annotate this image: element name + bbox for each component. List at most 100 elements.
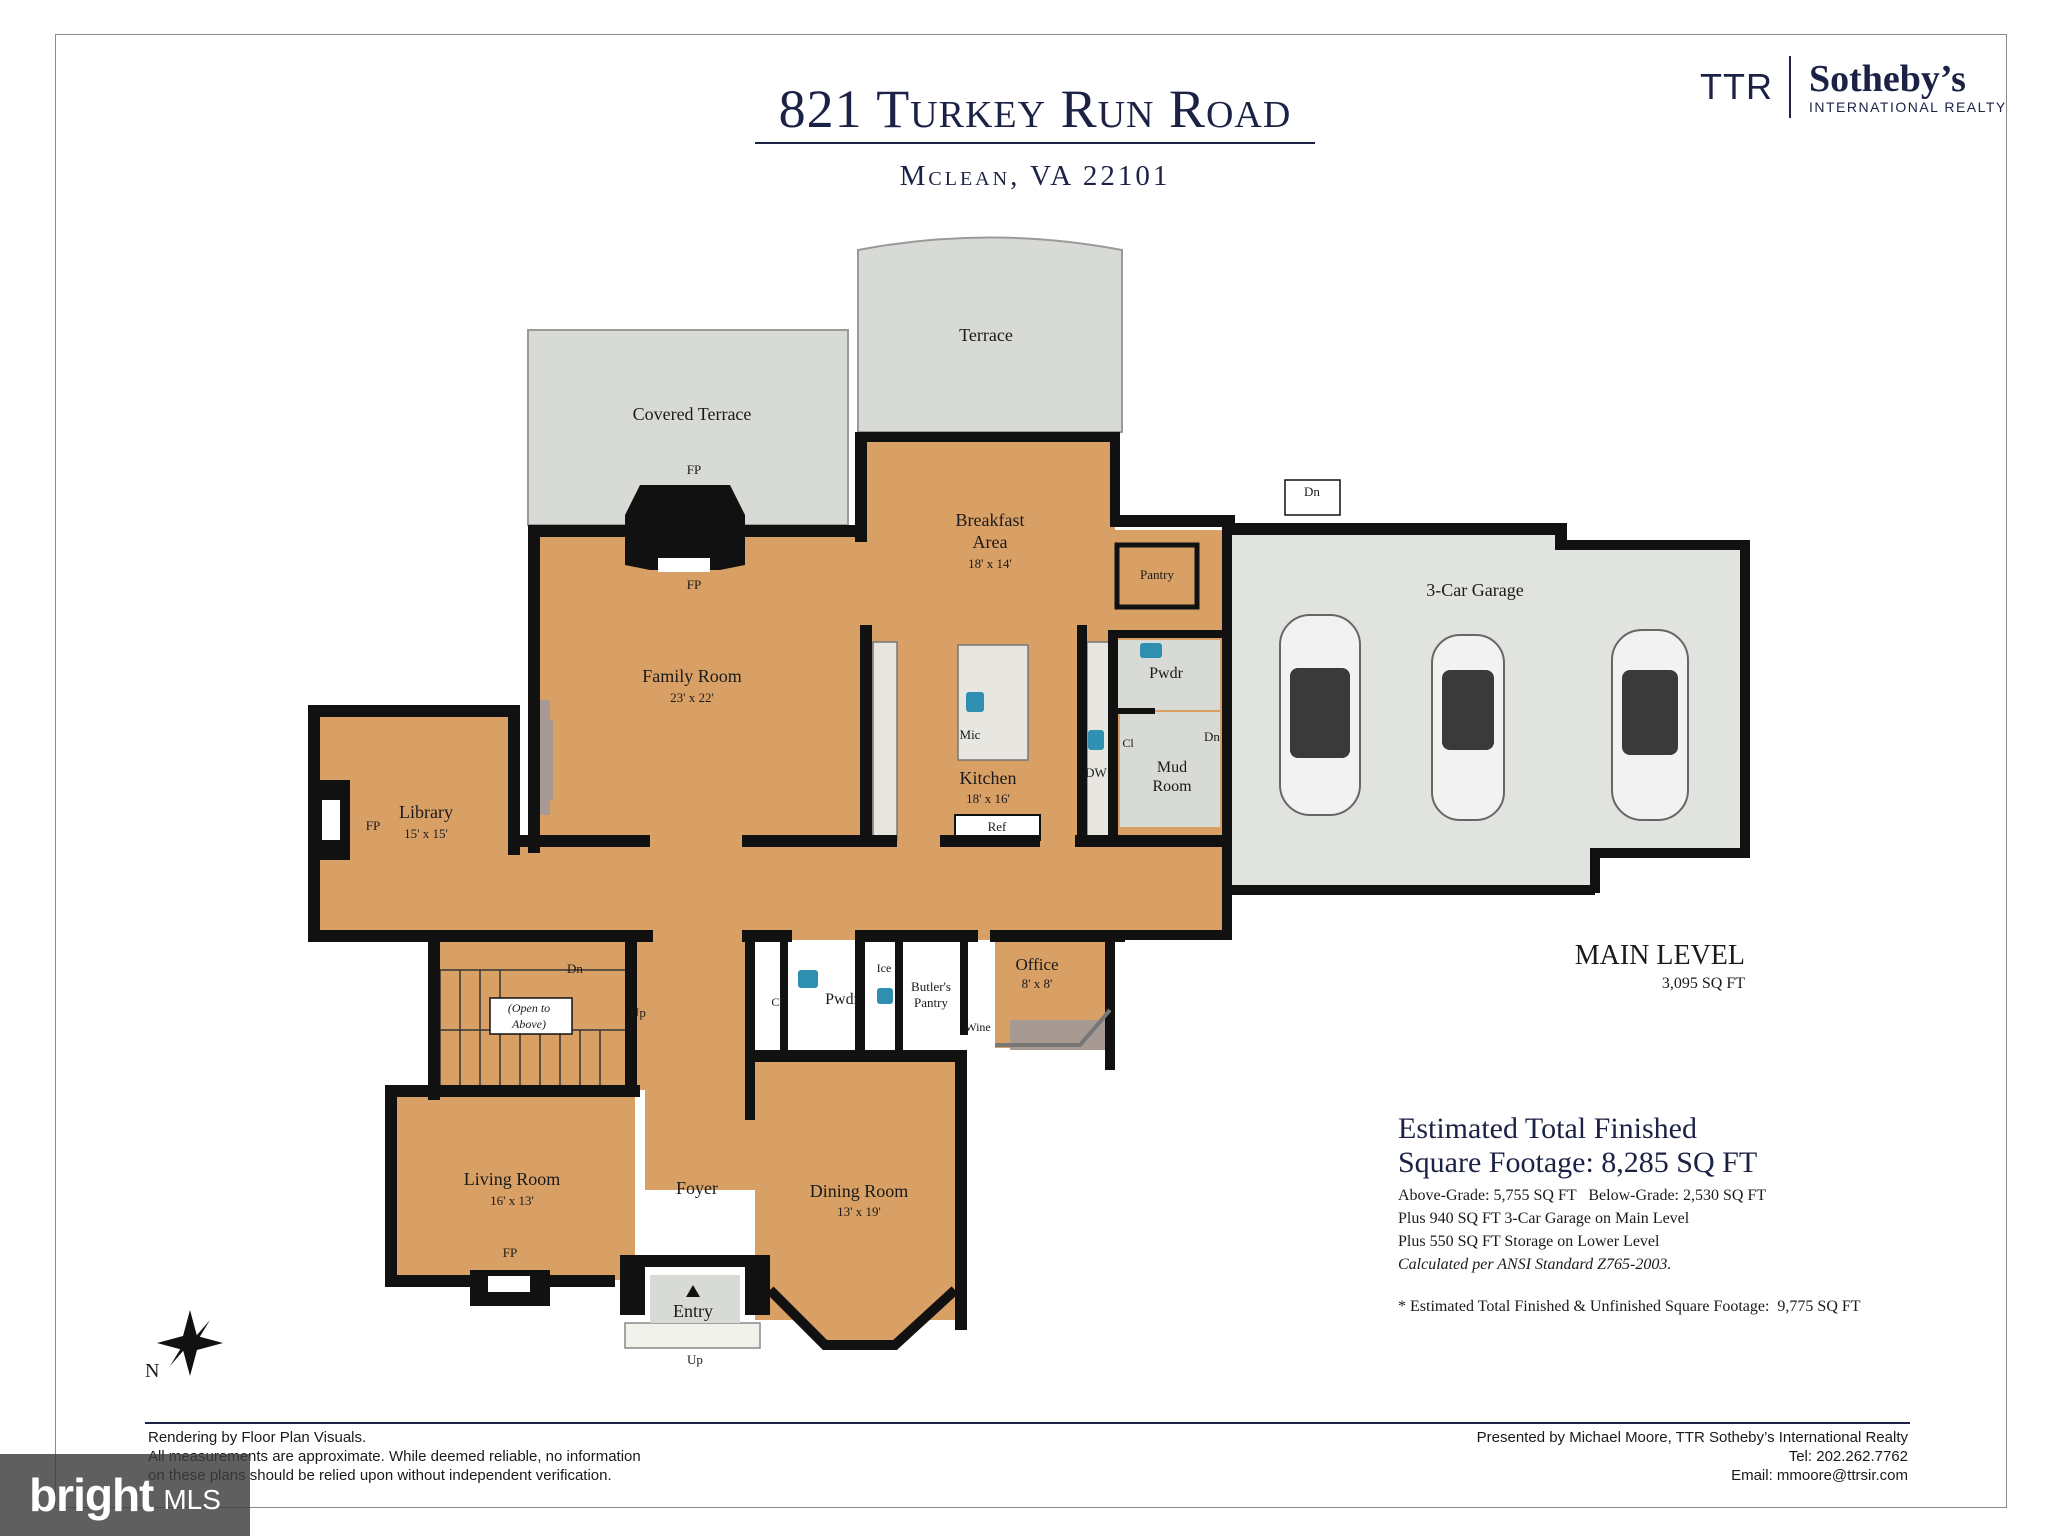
label-garage-dn: Dn: [1304, 484, 1320, 499]
label-dw: DW: [1085, 765, 1107, 780]
logo-wordmark: Sotheby’s INTERNATIONAL REALTY: [1791, 59, 2007, 115]
garage-door-box: [1284, 479, 1341, 516]
label-living-dim: 16' x 13': [490, 1193, 534, 1208]
footer-left-2: All measurements are approximate. While …: [148, 1448, 641, 1465]
square-footage-summary: Estimated Total Finished Square Footage:…: [1398, 1112, 1958, 1276]
label-office: Office: [1015, 955, 1058, 974]
entry-steps: [624, 1322, 761, 1349]
label-family-room: Family Room: [642, 666, 742, 686]
footer-presented-by: Presented by Michael Moore, TTR Sotheby’…: [1476, 1429, 1908, 1446]
estimate-note: * Estimated Total Finished & Unfinished …: [1398, 1298, 1861, 1315]
label-ice: Ice: [877, 961, 892, 975]
label-living-room: Living Room: [464, 1169, 561, 1189]
level-sqft: 3,095 SQ FT: [1661, 975, 1745, 992]
bright-mls-watermark: bright MLS: [0, 1454, 250, 1536]
label-entry: Entry: [673, 1301, 713, 1321]
walls: [308, 432, 1750, 1330]
label-breakfast-dim: 18' x 14': [968, 556, 1012, 571]
label-breakfast-2: Area: [973, 532, 1008, 552]
label-cl-2: Cl: [771, 995, 783, 1009]
label-breakfast-1: Breakfast: [956, 510, 1025, 530]
label-fp-family: FP: [687, 577, 701, 592]
label-fp-top: FP: [687, 462, 701, 477]
logo-brand: Sotheby’s: [1808, 58, 1966, 100]
footer-phone: Tel: 202.262.7762: [1788, 1448, 1908, 1465]
label-garage: 3-Car Garage: [1426, 580, 1523, 600]
pwdr2-sink: [798, 970, 818, 988]
floor-fill: [320, 440, 1225, 1345]
kitchen-counter-left: [872, 641, 898, 841]
label-office-dim: 8' x 8': [1022, 976, 1053, 991]
logo-ttr: TTR: [1700, 66, 1773, 107]
label-dining-dim: 13' x 19': [837, 1204, 881, 1219]
logo-divider: [1788, 56, 1791, 118]
label-pwdr-1: Pwdr: [1149, 665, 1183, 682]
brand-logo: TTR Sotheby’s INTERNATIONAL REALTY: [1700, 54, 2007, 120]
footer-email: Email: mmoore@ttrsir.com: [1731, 1467, 1908, 1484]
label-entry-up: Up: [687, 1352, 703, 1367]
estimate-line-1: Above-Grade: 5,755 SQ FT Below-Grade: 2,…: [1398, 1187, 1767, 1204]
label-open-above-1: (Open to: [508, 1001, 550, 1015]
page-subtitle: Mclean, VA 22101: [899, 160, 1171, 192]
watermark-word: bright: [29, 1469, 154, 1521]
label-open-above-2: Above): [511, 1017, 546, 1031]
pantry-room: [1114, 542, 1200, 610]
label-family-dim: 23' x 22': [670, 690, 714, 705]
estimate-heading-2: Square Footage: 8,285 SQ FT: [1398, 1146, 1758, 1179]
office-bay: [995, 1008, 1112, 1047]
open-to-above-box: [489, 997, 573, 1035]
footer-left-3: on these plans should be relied upon wit…: [148, 1467, 612, 1484]
label-covered-terrace: Covered Terrace: [633, 404, 752, 424]
level-name: MAIN LEVEL: [1574, 940, 1745, 971]
entry-vestibule: [650, 1275, 740, 1323]
dining-bay: [766, 1286, 959, 1350]
terrace-area: [857, 236, 1123, 433]
label-stair-up: Up: [630, 1005, 646, 1020]
label-mic: Mic: [960, 727, 981, 742]
entry-arrow-icon: [686, 1285, 700, 1297]
footer-contact: Presented by Michael Moore, TTR Sotheby’…: [1300, 1428, 1908, 1485]
fp-hearth-top: [658, 558, 710, 572]
label-library: Library: [399, 802, 453, 822]
title-underline: [755, 142, 1315, 144]
compass-north-label: N: [145, 1360, 160, 1382]
label-stair-dn: Dn: [567, 961, 583, 976]
label-mud-2: Room: [1152, 778, 1192, 795]
estimate-line-4: Calculated per ANSI Standard Z765-2003.: [1398, 1256, 1672, 1273]
estimate-line-2: Plus 940 SQ FT 3-Car Garage on Main Leve…: [1398, 1210, 1690, 1227]
footer-divider: [145, 1422, 1910, 1424]
label-ref: Ref: [988, 819, 1007, 834]
page-frame: [55, 34, 2007, 1508]
compass-rose-icon: [157, 1310, 223, 1376]
car-2: [1431, 634, 1505, 821]
label-pwdr-2: Pwdr: [825, 991, 859, 1008]
fp-hearth-living: [488, 1276, 530, 1292]
label-fp-library: FP: [366, 818, 380, 833]
fp-hearth-library: [322, 800, 340, 840]
label-kitchen-dim: 18' x 16': [966, 791, 1010, 806]
island-sink: [966, 692, 984, 712]
label-library-dim: 15' x 15': [404, 826, 448, 841]
car-1: [1279, 614, 1361, 816]
label-kitchen: Kitchen: [960, 768, 1017, 788]
estimate-heading-1: Estimated Total Finished: [1398, 1112, 1697, 1145]
label-wine: Wine: [965, 1020, 991, 1034]
pwdr-room: [1115, 640, 1220, 710]
label-butlers-1: Butler's: [911, 979, 951, 994]
label-dining-room: Dining Room: [810, 1181, 909, 1201]
label-fp-living: FP: [503, 1245, 517, 1260]
mud-room: [1120, 712, 1220, 827]
label-terrace: Terrace: [959, 325, 1013, 345]
butler-sink: [877, 988, 893, 1004]
page-title: 821 Turkey Run Road: [778, 79, 1292, 139]
label-butlers-2: Pantry: [914, 995, 948, 1010]
label-cl-1: Cl: [1122, 736, 1134, 750]
logo-tagline: INTERNATIONAL REALTY: [1808, 99, 2007, 115]
footer-left-1: Rendering by Floor Plan Visuals.: [148, 1429, 367, 1446]
footer-disclaimer: Rendering by Floor Plan Visuals. All mea…: [148, 1428, 641, 1485]
car-3: [1611, 629, 1689, 821]
label-mud-dn: Dn: [1204, 729, 1220, 744]
estimate-line-3: Plus 550 SQ FT Storage on Lower Level: [1398, 1233, 1660, 1250]
watermark-mls: MLS: [163, 1484, 221, 1515]
